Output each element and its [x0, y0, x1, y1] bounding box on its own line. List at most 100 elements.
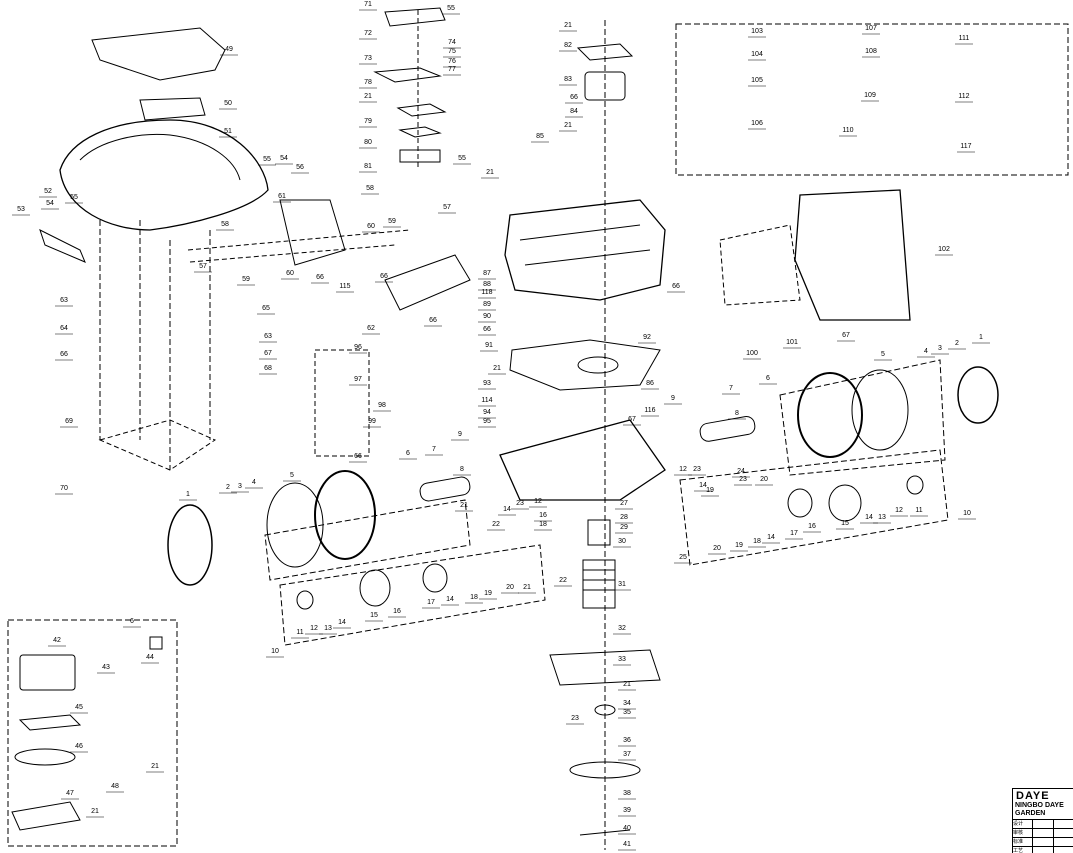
part-number-label: 7 — [729, 385, 733, 392]
lower-housing — [499, 419, 666, 501]
part-number-label: 107 — [865, 25, 877, 32]
part-number-label: 39 — [623, 807, 631, 814]
part-number-label: 66 — [354, 453, 362, 460]
keypad — [373, 67, 442, 83]
part-number-label: 60 — [367, 223, 375, 230]
part-number-label: 55 — [263, 156, 271, 163]
part-number-label: 57 — [443, 204, 451, 211]
part-number-label: 109 — [864, 92, 876, 99]
connector — [149, 636, 163, 650]
part-number-label: 67 — [842, 332, 850, 339]
part-number-label: 23 — [693, 466, 701, 473]
part-number-label: 112 — [958, 93, 970, 100]
part-number-label: 23 — [571, 715, 579, 722]
motor-fins — [583, 569, 615, 591]
part-number-label: 84 — [570, 108, 578, 115]
left-gear-small — [422, 563, 448, 593]
part-number-label: 76 — [448, 58, 456, 65]
part-number-label: 100 — [746, 350, 758, 357]
part-number-label: 15 — [841, 520, 849, 527]
part-number-label: 2 — [955, 340, 959, 347]
part-number-label: 14 — [503, 506, 511, 513]
left-bearing — [296, 590, 314, 610]
left-tire — [314, 470, 376, 560]
part-number-label: 5 — [881, 351, 885, 358]
part-number-label: 95 — [483, 418, 491, 425]
part-number-label: 93 — [483, 380, 491, 387]
part-number-label: 21 — [564, 122, 572, 129]
part-number-label: 53 — [17, 206, 25, 213]
part-number-label: 106 — [751, 120, 763, 127]
part-number-label: 13 — [324, 625, 332, 632]
motor-coupler — [587, 519, 611, 546]
part-number-label: 60 — [286, 270, 294, 277]
part-number-label: 74 — [448, 39, 456, 46]
right-tire — [797, 372, 863, 458]
part-number-label: 91 — [485, 342, 493, 349]
part-number-label: 20 — [713, 545, 721, 552]
part-number-label: 90 — [483, 313, 491, 320]
part-number-label: 72 — [364, 30, 372, 37]
part-number-label: 23 — [516, 500, 524, 507]
part-number-label: 63 — [60, 297, 68, 304]
part-number-label: 24 — [737, 468, 745, 475]
part-number-label: 44 — [146, 654, 154, 661]
part-number-label: 87 — [483, 270, 491, 277]
drive-motor — [582, 559, 616, 609]
tb-row-label: 标准 — [1013, 838, 1034, 846]
part-number-label: 58 — [221, 221, 229, 228]
part-number-label: 14 — [446, 596, 454, 603]
part-number-label: 108 — [865, 48, 877, 55]
part-number-label: 19 — [484, 590, 492, 597]
left-axle-box — [279, 544, 546, 646]
part-number-label: 18 — [470, 594, 478, 601]
part-number-label: 12 — [895, 507, 903, 514]
assembly-lines — [99, 220, 211, 470]
part-number-label: 54 — [280, 155, 288, 162]
part-number-label: 81 — [364, 163, 372, 170]
part-number-label: 21 — [623, 681, 631, 688]
part-number-label: 59 — [242, 276, 250, 283]
part-number-label: 9 — [458, 431, 462, 438]
part-number-label: 104 — [751, 51, 763, 58]
part-number-label: 12 — [679, 466, 687, 473]
left-wheel-box — [264, 499, 471, 581]
part-number-label: 12 — [534, 498, 542, 505]
right-gear — [828, 484, 862, 522]
part-number-label: 2 — [226, 484, 230, 491]
part-number-label: 13 — [878, 514, 886, 521]
part-number-label: 35 — [623, 709, 631, 716]
part-number-label: 30 — [618, 538, 626, 545]
part-number-label: 21 — [564, 22, 572, 29]
right-axle-box — [679, 449, 949, 566]
part-number-label: 8 — [460, 466, 464, 473]
panel-base — [399, 149, 441, 163]
part-number-label: 66 — [380, 273, 388, 280]
part-number-label: 19 — [706, 487, 714, 494]
part-number-label: 37 — [623, 751, 631, 758]
part-number-label: 97 — [354, 376, 362, 383]
part-number-label: 115 — [339, 283, 351, 290]
part-number-label: 73 — [364, 55, 372, 62]
part-number-label: 16 — [393, 608, 401, 615]
part-number-label: 4 — [924, 348, 928, 355]
part-number-label: 46 — [75, 743, 83, 750]
part-number-label: 114 — [481, 397, 493, 404]
part-number-label: 4 — [252, 479, 256, 486]
part-number-label: 6 — [406, 450, 410, 457]
panel-cap — [384, 7, 446, 27]
part-number-label: 101 — [786, 339, 798, 346]
left-gear — [359, 569, 391, 607]
right-wheel-box — [779, 359, 946, 476]
part-number-label: 110 — [842, 127, 854, 134]
part-number-label: 69 — [65, 418, 73, 425]
part-number-label: 25 — [679, 554, 687, 561]
assembly-lines — [187, 229, 411, 263]
battery-cover — [11, 801, 81, 831]
part-number-label: 6 — [766, 375, 770, 382]
blade-motor — [584, 71, 626, 101]
part-number-label: 29 — [620, 524, 628, 531]
part-number-label: 79 — [364, 118, 372, 125]
part-number-label: 102 — [938, 246, 950, 253]
